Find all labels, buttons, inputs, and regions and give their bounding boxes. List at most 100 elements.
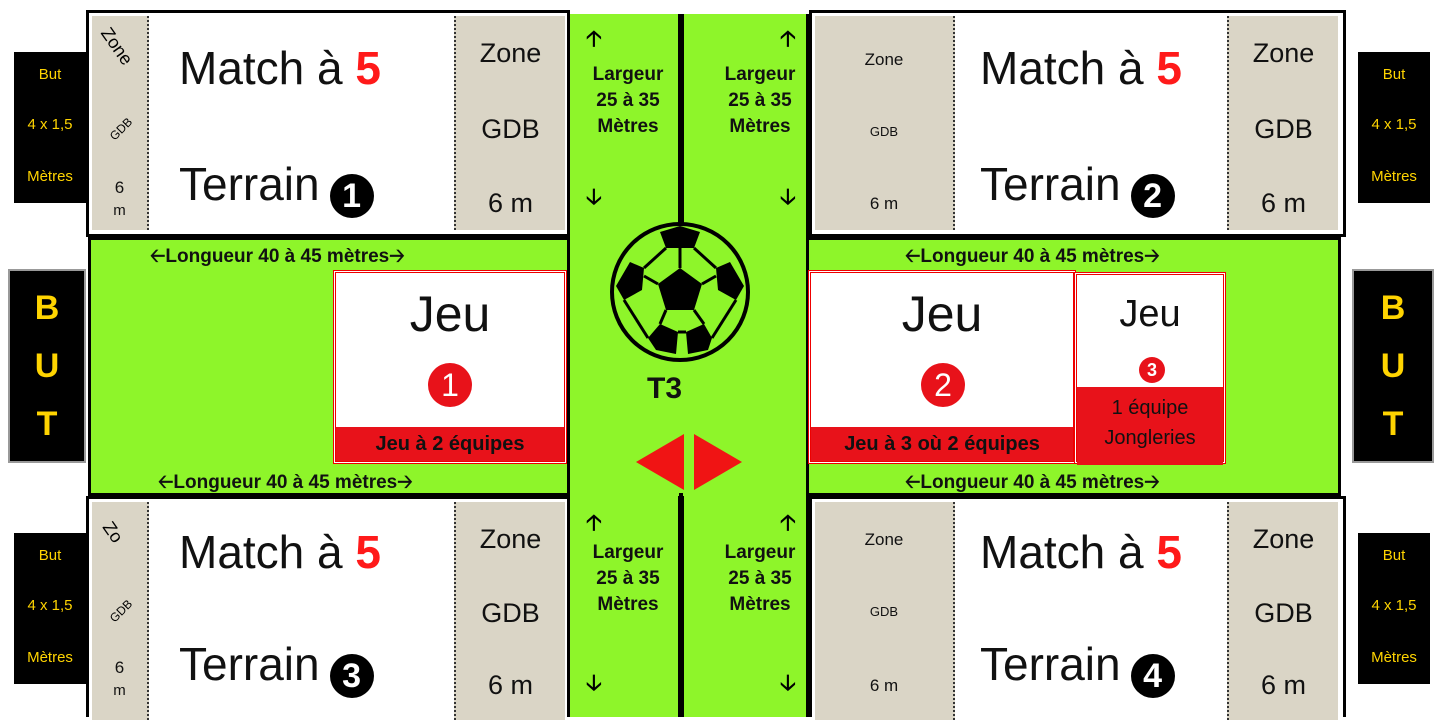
largeur-line: Mètres xyxy=(729,594,791,615)
zone-label: Zone xyxy=(479,38,542,68)
gdb-zone-left: Zone GDB 6 m xyxy=(815,16,955,230)
gdb-zone-right: Zone GDB 6 m xyxy=(454,16,565,230)
goal-unit: Mètres xyxy=(27,168,73,185)
jeu-title: Jeu xyxy=(1119,293,1181,335)
arrow-right-icon: 🡢 xyxy=(397,472,413,493)
longueur-label: 🡠Longueur 40 à 45 mètres🡢 xyxy=(905,242,1160,274)
arrow-left-icon: 🡠 xyxy=(905,472,921,493)
gdb-label: GDB xyxy=(869,124,899,139)
jeu-description: 1 équipe Jongleries xyxy=(1077,387,1223,465)
match-count: 5 xyxy=(1156,526,1183,578)
soccer-ball-icon xyxy=(610,222,750,362)
zone-label-rotated: Zo xyxy=(98,517,128,547)
gdb-label-rotated: GDB xyxy=(106,114,136,144)
zone-label: Zone xyxy=(1252,38,1315,68)
goal-small-top-left: But 4 x 1,5 Mètres xyxy=(14,52,86,203)
jeu-2-box: Jeu 2 Jeu à 3 où 2 équipes xyxy=(808,270,1076,464)
jeu-1-box: Jeu 1 Jeu à 2 équipes xyxy=(333,270,567,464)
arrow-left-icon: 🡠 xyxy=(905,246,921,267)
arrow-left-icon: 🡠 xyxy=(158,472,174,493)
longueur-label: 🡠Longueur 40 à 45 mètres🡢 xyxy=(158,468,413,500)
gdb-zone-left: Zone GDB 6 m xyxy=(815,502,955,720)
goal-large-right: B U T xyxy=(1352,269,1434,463)
corridor-right xyxy=(683,14,809,717)
largeur-line: 25 à 35 xyxy=(596,90,660,111)
match-label: Match à xyxy=(179,42,356,94)
jeu-3-box: Jeu 3 1 équipe Jongleries xyxy=(1074,272,1226,465)
goal-label: But xyxy=(1382,547,1406,564)
match-title: Match à 5 xyxy=(179,525,381,579)
goal-unit: Mètres xyxy=(1371,649,1417,666)
terrain-label: Terrain xyxy=(179,158,320,210)
arrow-down-icon: 🡣 xyxy=(780,184,796,209)
zone-distance-unit: m xyxy=(113,202,126,219)
arrow-right-icon: 🡢 xyxy=(1144,472,1160,493)
jeu-description-line: 1 équipe xyxy=(1111,397,1189,419)
largeur-label: Largeur 25 à 35 Mètres xyxy=(578,62,678,140)
zone-distance: 6 m xyxy=(487,670,533,700)
goal-letter: U xyxy=(1380,347,1406,385)
largeur-line: 25 à 35 xyxy=(728,568,792,589)
jeu-description: Jeu à 3 où 2 équipes xyxy=(811,427,1073,461)
zone-label: Zone xyxy=(864,530,904,549)
match-label: Match à xyxy=(980,526,1157,578)
zone-distance: 6 m xyxy=(869,194,899,213)
goal-letter: U xyxy=(34,347,60,385)
zone-distance: 6 xyxy=(114,178,125,197)
goal-large-left: B U T xyxy=(8,269,86,463)
arrow-right-icon: 🡢 xyxy=(1144,246,1160,267)
terrain-label: Terrain xyxy=(179,638,320,690)
zone-label: Zone xyxy=(479,524,542,554)
goal-size: 4 x 1,5 xyxy=(27,116,73,133)
arrow-right-icon: 🡢 xyxy=(389,246,405,267)
arrow-up-icon: 🡡 xyxy=(780,510,796,535)
largeur-line: Largeur xyxy=(592,64,664,85)
largeur-line: 25 à 35 xyxy=(728,90,792,111)
goal-small-bottom-left: But 4 x 1,5 Mètres xyxy=(14,533,86,684)
goal-size: 4 x 1,5 xyxy=(27,597,73,614)
terrain-number: 3 xyxy=(329,653,374,698)
corridor-divider-bottom xyxy=(678,496,684,717)
gdb-label: GDB xyxy=(869,604,899,619)
gdb-label: GDB xyxy=(481,598,540,628)
jeu-number: 3 xyxy=(1139,357,1165,383)
terrain-number: 1 xyxy=(329,173,374,218)
longueur-text: Longueur 40 à 45 mètres xyxy=(920,472,1145,493)
match-count: 5 xyxy=(355,42,382,94)
direction-arrows-icon xyxy=(636,434,742,490)
match-title: Match à 5 xyxy=(980,525,1182,579)
corridor-left xyxy=(567,14,679,717)
terrain-number: 2 xyxy=(1130,173,1175,218)
goal-label: But xyxy=(38,547,62,564)
zone-distance: 6 m xyxy=(1260,188,1306,218)
gdb-zone-right: Zone GDB 6 m xyxy=(1227,16,1338,230)
arrow-up-icon: 🡡 xyxy=(586,510,602,535)
zone-label: Zone xyxy=(1252,524,1315,554)
match-count: 5 xyxy=(355,526,382,578)
largeur-line: Mètres xyxy=(729,116,791,137)
zone-distance: 6 m xyxy=(487,188,533,218)
match-label: Match à xyxy=(179,526,356,578)
largeur-line: Largeur xyxy=(724,542,796,563)
goal-letter: T xyxy=(36,405,58,443)
zone-label: Zone xyxy=(864,50,904,69)
gdb-zone-left: Zo GDB 6 m xyxy=(92,502,149,720)
gdb-zone-left: Zone GDB 6 m xyxy=(92,16,149,230)
goal-size: 4 x 1,5 xyxy=(1371,597,1417,614)
gdb-zone-right: Zone GDB 6 m xyxy=(454,502,565,720)
goal-letter: B xyxy=(34,289,60,327)
arrow-up-icon: 🡡 xyxy=(780,26,796,51)
largeur-label: Largeur 25 à 35 Mètres xyxy=(578,540,678,618)
goal-small-top-right: But 4 x 1,5 Mètres xyxy=(1358,52,1430,203)
terrain-label: Terrain xyxy=(980,638,1121,690)
longueur-label: 🡠Longueur 40 à 45 mètres🡢 xyxy=(150,242,405,274)
arrow-down-icon: 🡣 xyxy=(780,670,796,695)
zone-distance: 6 m xyxy=(1260,670,1306,700)
